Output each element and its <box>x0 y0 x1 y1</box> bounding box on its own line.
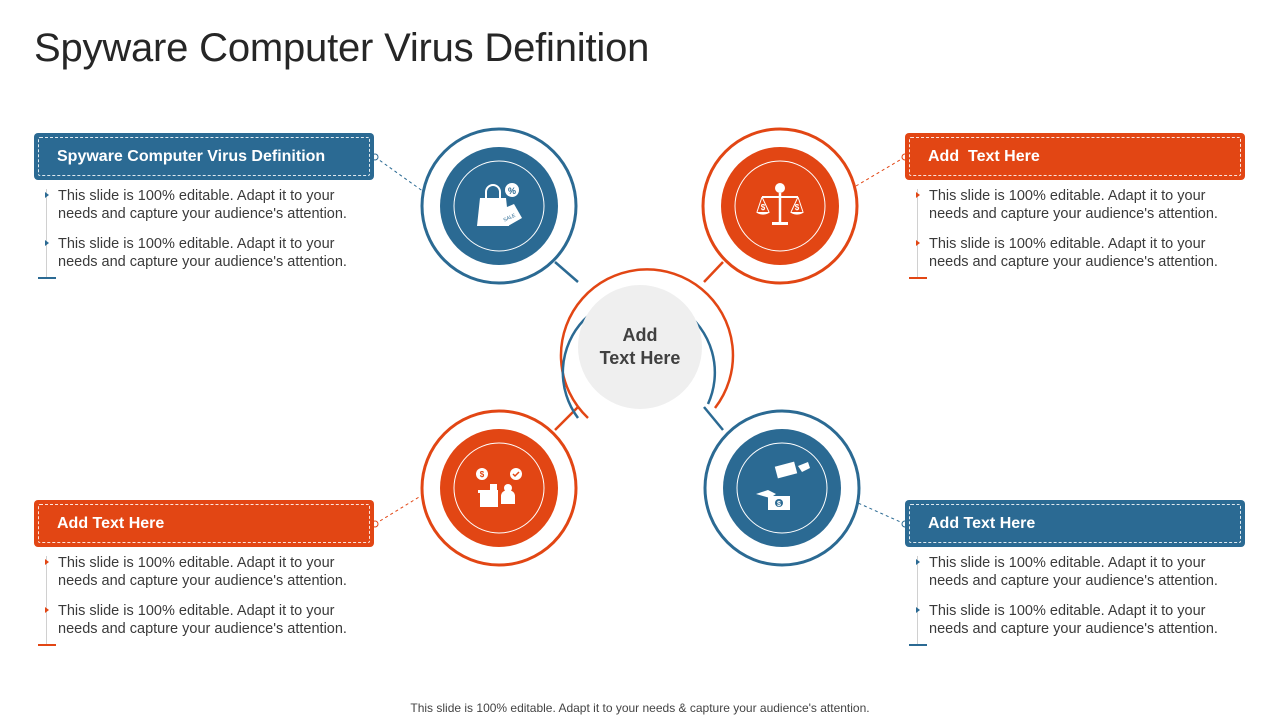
accountant-desk-icon: $ <box>476 468 522 507</box>
panel-heading: Add Text Here <box>909 504 1241 543</box>
svg-text:$: $ <box>480 470 485 479</box>
list-endcap <box>909 644 927 646</box>
list-endcap <box>38 277 56 279</box>
bullet-list: This slide is 100% editable. Adapt it to… <box>905 187 1245 279</box>
bullet-marker-icon <box>916 192 920 198</box>
bullet-marker-icon <box>916 607 920 613</box>
money-exchange-hands-icon: $ <box>756 461 810 510</box>
bullet-marker-icon <box>916 559 920 565</box>
list-endcap <box>909 277 927 279</box>
satellite-top-left: % SALE <box>420 127 578 285</box>
panel-heading-box: Spyware Computer Virus Definition <box>34 133 374 180</box>
center-label-line2: Text Here <box>599 348 681 368</box>
bullet-text: This slide is 100% editable. Adapt it to… <box>58 603 347 637</box>
bullet-list: This slide is 100% editable. Adapt it to… <box>905 554 1245 646</box>
bullet-text: This slide is 100% editable. Adapt it to… <box>58 236 347 270</box>
panel-bottom-left: Add Text Here This slide is 100% editabl… <box>34 500 374 650</box>
bullet-marker-icon <box>45 192 49 198</box>
panel-top-left: Spyware Computer Virus Definition This s… <box>34 133 374 283</box>
bullet-item: This slide is 100% editable. Adapt it to… <box>916 554 1239 590</box>
panel-heading: Add Text Here <box>909 137 1241 176</box>
svg-text:SALE: SALE <box>503 212 518 223</box>
panel-heading-box: Add Text Here <box>905 133 1245 180</box>
bullet-item: This slide is 100% editable. Adapt it to… <box>45 554 368 590</box>
panel-top-right: Add Text Here This slide is 100% editabl… <box>905 133 1245 283</box>
satellite-bottom-left: $ <box>420 409 578 567</box>
connector-bottom-right <box>703 406 724 431</box>
shopping-bag-sale-icon: % SALE <box>477 183 522 226</box>
bullet-marker-icon <box>45 559 49 565</box>
panel-heading-box: Add Text Here <box>34 500 374 547</box>
leader-bottom-left <box>374 493 425 525</box>
bullet-text: This slide is 100% editable. Adapt it to… <box>929 603 1218 637</box>
leader-top-right <box>855 156 906 187</box>
svg-text:$: $ <box>761 203 766 212</box>
satellite-top-right: $ $ <box>701 127 859 285</box>
center-label: Add Text Here <box>580 287 700 407</box>
center-disc <box>578 285 702 409</box>
connector-top-left <box>554 261 579 283</box>
bullet-item: This slide is 100% editable. Adapt it to… <box>45 187 368 223</box>
bullet-text: This slide is 100% editable. Adapt it to… <box>58 188 347 222</box>
svg-text:%: % <box>508 186 516 196</box>
panel-bottom-right: Add Text Here This slide is 100% editabl… <box>905 500 1245 650</box>
bullet-item: This slide is 100% editable. Adapt it to… <box>45 235 368 271</box>
center-ring-orange-arc <box>559 268 735 419</box>
leader-bottom-right <box>857 502 906 525</box>
bullet-list: This slide is 100% editable. Adapt it to… <box>34 554 374 646</box>
center-label-line1: Add <box>622 325 658 345</box>
bullet-item: This slide is 100% editable. Adapt it to… <box>916 602 1239 638</box>
satellite-bottom-right: $ <box>703 409 861 567</box>
page-title: Spyware Computer Virus Definition <box>34 26 650 70</box>
bullet-marker-icon <box>916 240 920 246</box>
panel-heading: Add Text Here <box>38 504 370 543</box>
bullet-marker-icon <box>45 607 49 613</box>
bullet-text: This slide is 100% editable. Adapt it to… <box>929 188 1218 222</box>
bullet-item: This slide is 100% editable. Adapt it to… <box>45 602 368 638</box>
bullet-item: This slide is 100% editable. Adapt it to… <box>916 235 1239 271</box>
connector-top-right <box>703 261 724 283</box>
bullet-text: This slide is 100% editable. Adapt it to… <box>929 555 1218 589</box>
bullet-text: This slide is 100% editable. Adapt it to… <box>58 555 347 589</box>
panel-heading-box: Add Text Here <box>905 500 1245 547</box>
panel-heading: Spyware Computer Virus Definition <box>38 137 370 176</box>
bullet-text: This slide is 100% editable. Adapt it to… <box>929 236 1218 270</box>
leader-top-left <box>374 156 425 193</box>
bullet-item: This slide is 100% editable. Adapt it to… <box>916 187 1239 223</box>
list-endcap <box>38 644 56 646</box>
svg-text:$: $ <box>795 203 800 212</box>
bullet-marker-icon <box>45 240 49 246</box>
footer-note: This slide is 100% editable. Adapt it to… <box>410 701 870 715</box>
connector-bottom-left <box>554 406 579 431</box>
bullet-list: This slide is 100% editable. Adapt it to… <box>34 187 374 279</box>
svg-text:$: $ <box>777 501 781 508</box>
justice-scale-icon: $ $ <box>756 183 804 225</box>
